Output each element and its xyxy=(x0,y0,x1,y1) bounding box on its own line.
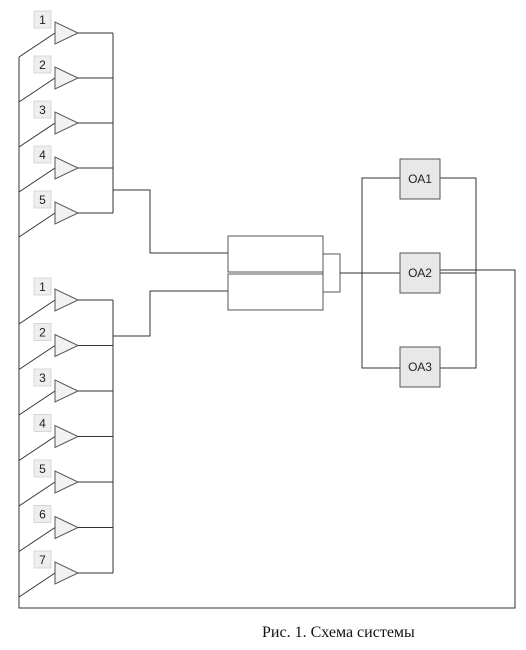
source-item: 1 xyxy=(18,277,113,325)
source-triangle-icon xyxy=(54,66,80,90)
source-triangle-icon xyxy=(54,111,80,135)
queue-buffer-bottom xyxy=(227,273,324,311)
source-number-box xyxy=(33,190,52,209)
source-connector xyxy=(18,32,56,58)
source-item: 5 xyxy=(18,459,113,507)
source-number-box xyxy=(33,55,52,74)
source-connector xyxy=(18,212,56,238)
source-triangle-icon xyxy=(54,379,80,403)
source-item: 3 xyxy=(18,368,113,416)
server-oa3: ОА3 xyxy=(399,346,441,388)
source-number: 2 xyxy=(39,58,46,72)
source-number-box xyxy=(33,368,52,387)
source-number: 5 xyxy=(39,193,46,207)
source-number: 6 xyxy=(39,508,46,522)
server-oa2-label: ОА2 xyxy=(408,266,432,280)
server-oa1-label: ОА1 xyxy=(408,172,432,186)
source-number: 5 xyxy=(39,462,46,476)
source-item: 7 xyxy=(18,550,113,598)
source-number-box xyxy=(33,414,52,432)
source-triangle-icon xyxy=(54,156,80,180)
source-number-box xyxy=(33,10,52,29)
source-number-box xyxy=(33,323,52,341)
source-item: 4 xyxy=(18,414,113,461)
server-oa3-label: ОА3 xyxy=(408,360,432,374)
source-item: 3 xyxy=(18,100,113,148)
source-number: 7 xyxy=(39,553,46,567)
source-item: 2 xyxy=(18,55,113,103)
source-connector xyxy=(18,527,56,552)
source-connector xyxy=(18,390,56,416)
source-number: 2 xyxy=(39,326,46,340)
source-number: 4 xyxy=(39,417,46,431)
queue-buffer-tab xyxy=(322,253,341,293)
source-number-box xyxy=(33,550,52,569)
source-number-box xyxy=(33,277,52,296)
source-group-a: 1 2 3 4 5 xyxy=(18,10,113,238)
source-connector xyxy=(18,167,56,193)
source-item: 2 xyxy=(18,323,113,370)
source-connector xyxy=(18,345,56,370)
source-triangle-icon xyxy=(54,288,80,312)
source-connector xyxy=(18,299,56,325)
source-number-box xyxy=(33,145,52,164)
source-triangle-icon xyxy=(54,470,80,494)
source-triangle-icon xyxy=(54,333,80,358)
source-item: 6 xyxy=(18,505,113,552)
source-number: 1 xyxy=(39,13,46,27)
source-triangle-icon xyxy=(54,561,80,585)
source-connector xyxy=(18,436,56,461)
source-number-box xyxy=(33,459,52,478)
queue-buffer-top xyxy=(227,235,324,273)
source-number-box xyxy=(33,100,52,119)
source-group-b: 1 2 3 4 5 6 7 xyxy=(18,277,113,598)
source-number: 4 xyxy=(39,148,46,162)
feedback-rail xyxy=(18,57,516,609)
source-connector xyxy=(18,122,56,148)
group-a-link xyxy=(113,189,228,254)
source-number-box xyxy=(33,505,52,523)
source-connector xyxy=(18,481,56,507)
source-number: 1 xyxy=(39,280,46,294)
server-oa1: ОА1 xyxy=(399,158,441,200)
source-connector xyxy=(18,572,56,598)
server-oa2: ОА2 xyxy=(399,252,441,294)
source-item: 1 xyxy=(18,10,113,58)
source-number: 3 xyxy=(39,371,46,385)
source-number: 3 xyxy=(39,103,46,117)
source-triangle-icon xyxy=(54,424,80,449)
source-triangle-icon xyxy=(54,515,80,540)
source-item: 5 xyxy=(18,190,113,238)
group-b-link xyxy=(113,290,228,337)
source-triangle-icon xyxy=(54,21,80,45)
source-item: 4 xyxy=(18,145,113,193)
source-triangle-icon xyxy=(54,201,80,225)
source-connector xyxy=(18,77,56,103)
figure-caption: Рис. 1. Схема системы xyxy=(262,624,415,641)
